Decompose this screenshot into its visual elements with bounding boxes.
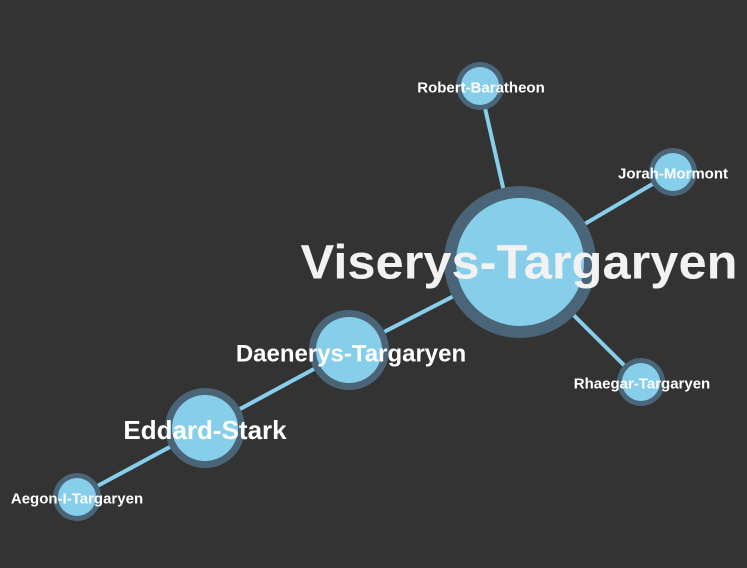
node-robert-baratheon[interactable] bbox=[456, 62, 504, 110]
node-aegon-i-targaryen[interactable] bbox=[53, 473, 101, 521]
label-viserys-targaryen: Viserys-Targaryen bbox=[301, 237, 738, 290]
node-viserys-targaryen[interactable] bbox=[444, 186, 596, 338]
label-aegon-i-targaryen: Aegon-I-Targaryen bbox=[11, 491, 143, 508]
node-rhaegar-targaryen[interactable] bbox=[617, 358, 665, 406]
label-eddard-stark: Eddard-Stark bbox=[123, 415, 287, 445]
label-daenerys-targaryen: Daenerys-Targaryen bbox=[236, 341, 466, 368]
node-jorah-mormont[interactable] bbox=[649, 148, 697, 196]
label-jorah-mormont: Jorah-Mormont bbox=[618, 166, 728, 183]
label-rhaegar-targaryen: Rhaegar-Targaryen bbox=[574, 376, 710, 393]
node-daenerys-targaryen[interactable] bbox=[309, 310, 389, 390]
label-robert-baratheon: Robert-Baratheon bbox=[417, 80, 545, 97]
node-eddard-stark[interactable] bbox=[165, 388, 245, 468]
